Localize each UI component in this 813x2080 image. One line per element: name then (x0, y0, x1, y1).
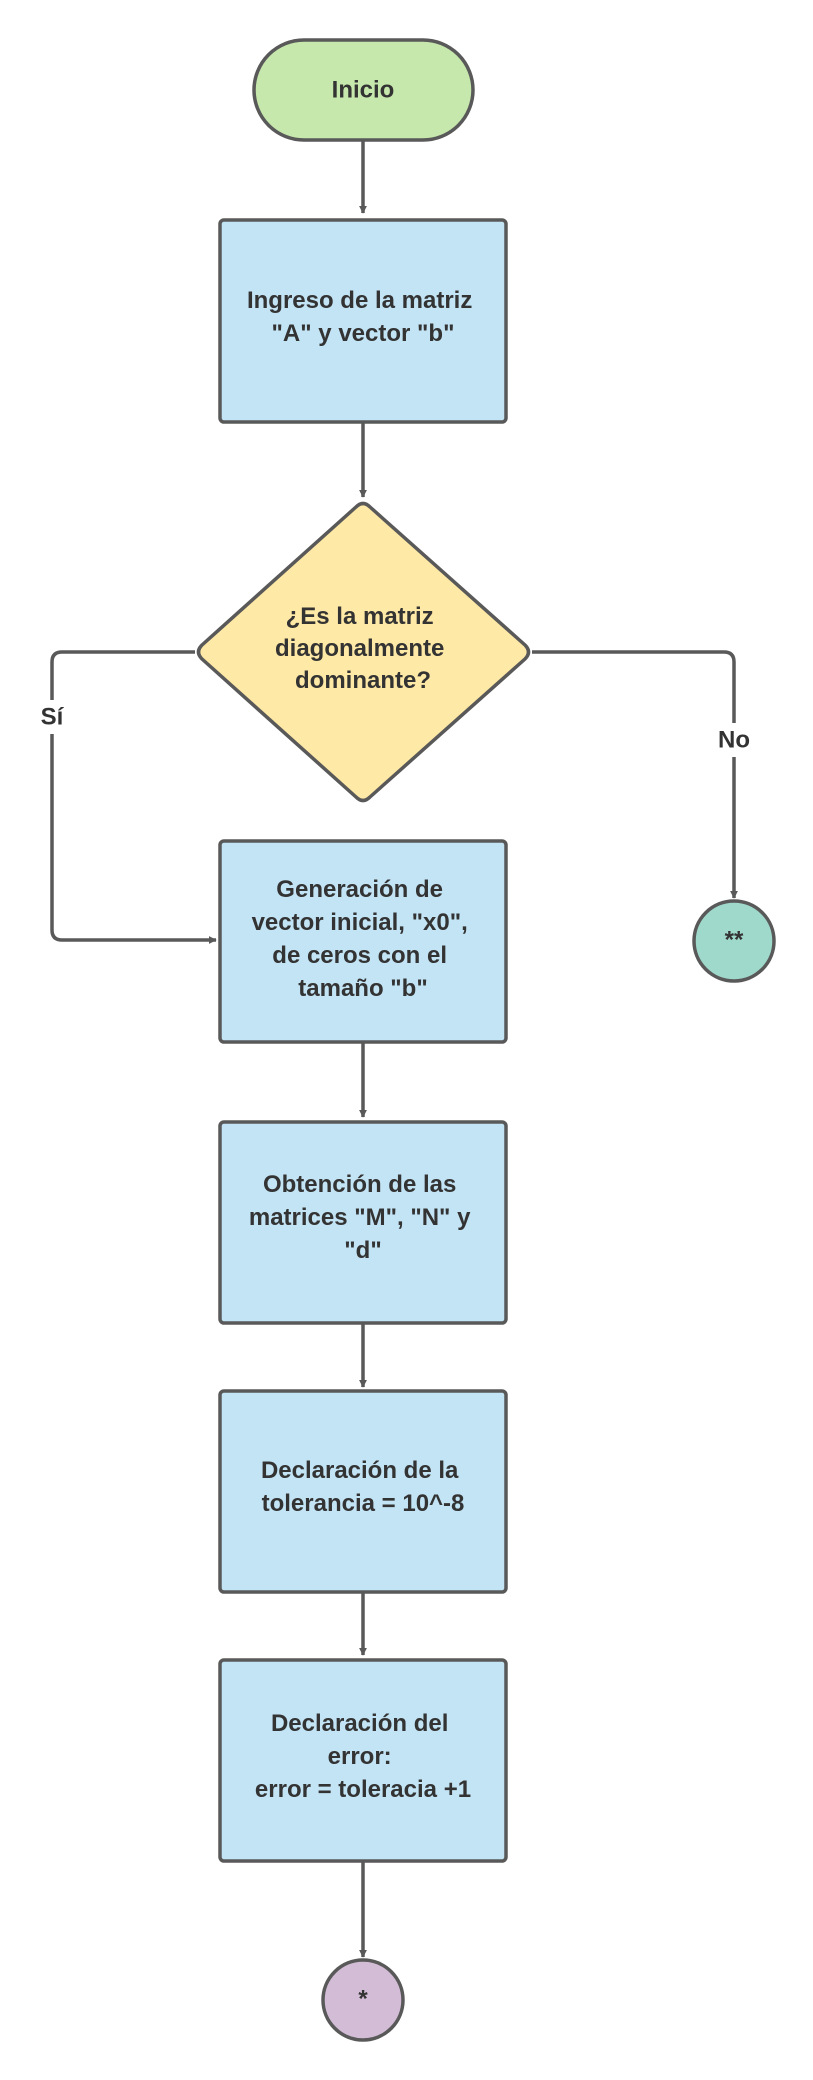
decision-node: ¿Es la matriz diagonalmente dominante? (196, 501, 531, 803)
yes-label: Sí (41, 703, 65, 730)
input-node: Ingreso de la matriz "A" y vector "b" (218, 218, 508, 424)
input-line-1: Ingreso de la matriz (247, 287, 472, 314)
decision-line-1: ¿Es la matriz (286, 603, 434, 630)
edge-decision-yes (50, 650, 217, 944)
tolerance-process-shape (218, 1389, 508, 1594)
tolerance-line-1: Declaración de la (261, 1457, 459, 1484)
edges (50, 140, 738, 1958)
matrices-line-1: Obtención de las (263, 1171, 456, 1198)
matrices-line-3: "d" (344, 1237, 381, 1264)
matrices-process-shape (218, 1120, 508, 1325)
decision-line-2: diagonalmente (275, 635, 444, 662)
error-line-3: error = toleracia +1 (255, 1776, 471, 1803)
error-line-1: Declaración del (271, 1710, 448, 1737)
connector-end-circle (321, 1958, 405, 2042)
error-line-2: error: (328, 1743, 392, 1770)
input-process-shape (218, 218, 508, 424)
connector-no-label: ** (725, 926, 744, 953)
connector-end-node: * (321, 1958, 405, 2042)
connector-no-node: ** (692, 899, 776, 983)
error-process-shape (218, 1658, 508, 1863)
tolerance-line-2: tolerancia = 10^-8 (262, 1490, 465, 1517)
start-terminal-shape (252, 38, 475, 142)
input-line-2: "A" y vector "b" (272, 320, 455, 347)
initial-vector-node: Generación de vector inicial, "x0", de c… (218, 839, 508, 1044)
edge-decision-no (532, 650, 738, 899)
initial-vector-label: Generación de vector inicial, "x0", de c… (252, 876, 475, 1002)
no-label: No (718, 726, 750, 753)
error-node: Declaración del error: error = toleracia… (218, 1658, 508, 1863)
input-label: Ingreso de la matriz "A" y vector "b" (247, 287, 479, 347)
initial-vector-line-4: tamaño "b" (298, 975, 427, 1002)
initial-vector-line-2: vector inicial, "x0", (252, 909, 468, 936)
no-label-group: No (710, 723, 758, 757)
matrices-node: Obtención de las matrices "M", "N" y "d" (218, 1120, 508, 1325)
decision-label: ¿Es la matriz diagonalmente dominante? (275, 603, 451, 694)
yes-label-group: Sí (34, 700, 70, 734)
decision-line-3: dominante? (295, 667, 431, 694)
start-label: Inicio (332, 76, 395, 103)
initial-vector-line-3: de ceros con el (272, 942, 447, 969)
tolerance-label: Declaración de la tolerancia = 10^-8 (261, 1457, 465, 1517)
decision-diamond-shape (196, 501, 531, 803)
connector-end-label: * (358, 1985, 368, 2012)
initial-vector-line-1: Generación de (276, 876, 443, 903)
start-node: Inicio (252, 38, 475, 142)
error-label: Declaración del error: error = toleracia… (255, 1710, 471, 1803)
matrices-line-2: matrices "M", "N" y (249, 1204, 471, 1231)
connector-no-circle (692, 899, 776, 983)
initial-vector-process-shape (218, 839, 508, 1044)
matrices-label: Obtención de las matrices "M", "N" y "d" (249, 1171, 477, 1264)
tolerance-node: Declaración de la tolerancia = 10^-8 (218, 1389, 508, 1594)
